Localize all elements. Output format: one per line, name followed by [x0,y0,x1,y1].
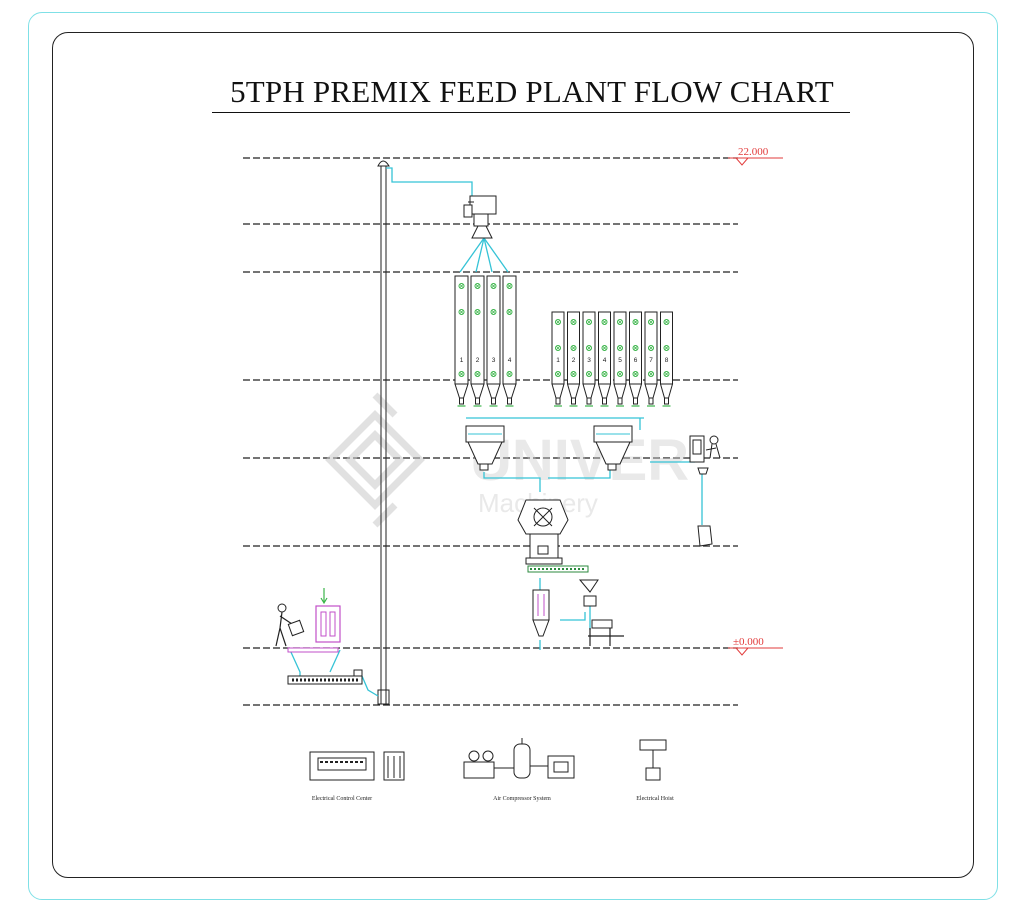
watermark-brand: UNIVER [470,428,689,493]
bin-group-right: 1 2 3 4 5 6 7 8 [551,311,674,407]
chart-title: 5TPH PREMIX FEED PLANT FLOW CHART [230,74,834,109]
manual-feeding-station [689,435,721,547]
watermark: UNIVER Machinery [325,392,689,528]
electrical-control-center-icon [309,751,405,781]
storage-bin: 1 [454,275,469,407]
packing-scale [578,579,624,646]
watermark-logo-icon [325,392,425,528]
bin-number: 5 [618,357,622,364]
worker-figure [275,603,305,647]
title-underline [212,112,850,113]
weighing-hopper-left [465,425,505,471]
air-compressor-system-icon [463,738,575,779]
bin-number: 2 [572,357,576,364]
storage-bin: 7 [644,311,658,407]
mixer [517,499,569,565]
pulse-dust-collector [463,195,497,239]
electrical-hoist-icon [639,739,667,781]
storage-bin: 4 [502,275,517,407]
bucket-elevator [377,160,390,705]
storage-bin: 1 [551,311,565,407]
bin-number: 7 [649,357,653,364]
elevation-label-top: 22.000 [738,146,769,158]
bin-number: 1 [556,357,560,364]
legend-electrical-hoist: Electrical Hoist [636,796,674,802]
elevation-mark-top: 22.000 [728,146,783,166]
storage-bin: 3 [582,311,596,407]
outer-frame [28,12,998,900]
weighing-hopper-right [593,425,633,471]
storage-bin: 5 [613,311,627,407]
storage-bin: 2 [566,311,581,407]
storage-bin: 8 [659,311,674,407]
feeding-pit [287,588,341,653]
screw-conveyor [287,669,363,685]
elevation-label-ground: ±0.000 [733,636,764,648]
elevation-mark-ground: ±0.000 [728,636,783,656]
storage-bin: 6 [628,311,643,407]
storage-bin: 4 [597,311,612,407]
bin-number: 1 [460,357,464,364]
bin-number: 2 [476,357,480,364]
bin-number: 6 [634,357,638,364]
bin-number: 4 [603,357,607,364]
storage-bin: 2 [470,275,485,407]
bin-group-left: 1 2 3 4 [454,275,517,407]
belt-conveyor [527,565,589,573]
drawing-frame [52,32,974,878]
legend-air-compressor-system: Air Compressor System [493,796,551,802]
finished-product-bin [532,589,550,637]
bin-number: 4 [508,357,512,364]
bin-number: 3 [587,357,591,364]
bin-number: 8 [665,357,669,364]
conveying-pipes [289,167,703,697]
bin-number: 3 [492,357,496,364]
storage-bin: 3 [486,275,501,407]
legend-electrical-control-center: Electrical Control Center [312,796,372,802]
